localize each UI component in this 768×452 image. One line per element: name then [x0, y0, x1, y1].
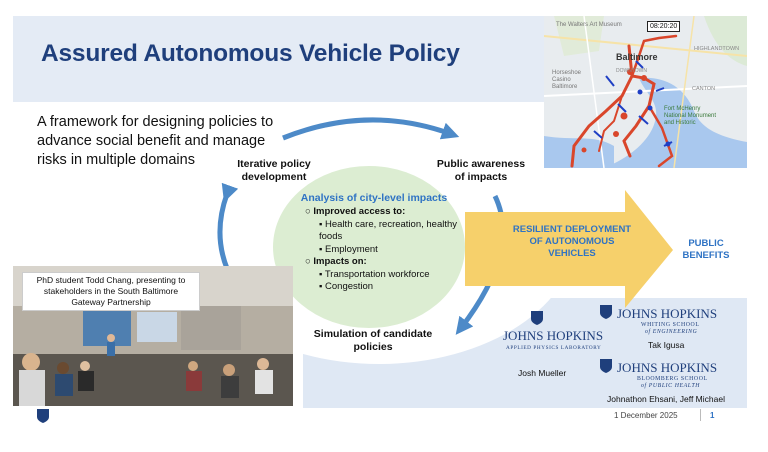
- bloomberg-logo-sub: BLOOMBERG SCHOOL: [637, 376, 708, 382]
- public-benefits-label: PUBLIC BENEFITS: [682, 238, 730, 261]
- baltimore-route-map: 08:20:20 The Walters Art Museum Baltimor…: [544, 16, 747, 168]
- arrow-top: [282, 117, 460, 141]
- footer-date: 1 December 2025: [614, 411, 678, 420]
- map-label-casino: Horseshoe Casino Baltimore: [552, 70, 582, 90]
- analysis-list: ○ Improved access to: ▪ Health care, rec…: [305, 206, 475, 294]
- photo-caption: PhD student Todd Chang, presenting to st…: [22, 272, 200, 311]
- cycle-label-awareness: Public awareness of impacts: [436, 158, 526, 183]
- map-label-baltimore: Baltimore: [616, 52, 658, 62]
- apl-shield-icon: [531, 311, 543, 325]
- footer-separator: [700, 409, 701, 421]
- group-access-title: Improved access to:: [313, 206, 406, 217]
- slide-title: Assured Autonomous Vehicle Policy: [41, 40, 460, 67]
- bloomberg-logo-sub2: of PUBLIC HEALTH: [641, 383, 701, 389]
- bloomberg-logo-name: JOHNS HOPKINS: [617, 360, 718, 375]
- group-impacts: ○ Impacts on:: [305, 256, 367, 267]
- whiting-people: Tak Igusa: [648, 340, 685, 350]
- apl-logo-sub: APPLIED PHYSICS LABORATORY: [506, 345, 602, 351]
- map-label-walters: The Walters Art Museum: [556, 22, 622, 28]
- whiting-logo-sub2: of ENGINEERING: [645, 329, 698, 335]
- map-label-fort: Fort McHenry National Monument and Histo…: [664, 106, 717, 126]
- group-impacts-title: Impacts on:: [313, 256, 367, 267]
- apl-people: Josh Mueller: [518, 368, 567, 378]
- bloomberg-shield-icon: [600, 359, 612, 373]
- map-label-canton: CANTON: [692, 86, 716, 92]
- map-time-label: 08:20:20: [647, 21, 681, 32]
- item-workforce: ▪ Transportation workforce: [319, 268, 430, 280]
- map-label-downtown: DOWNTOWN: [616, 68, 648, 74]
- map-graphic: [544, 16, 747, 168]
- cycle-label-iterative: Iterative policy development: [237, 158, 311, 183]
- center-circle: [273, 166, 465, 328]
- diagram-arrows: [217, 117, 673, 335]
- whiting-logo-name: JOHNS HOPKINS: [617, 306, 718, 321]
- item-congestion: ▪ Congestion: [319, 281, 374, 292]
- group-access: ○ Improved access to:: [305, 206, 406, 217]
- bloomberg-people: Johnathon Ehsani, Jeff Michael: [607, 394, 725, 404]
- jhu-footer-shield-icon: [37, 409, 49, 423]
- deployment-arrow: [465, 190, 673, 308]
- analysis-heading: Analysis of city-level impacts: [300, 192, 448, 204]
- map-label-highlandtown: HIGHLANDTOWN: [694, 46, 740, 52]
- item-health-care: ▪ Health care, recreation, healthy foods: [319, 218, 458, 243]
- footer-page-number: 1: [710, 411, 715, 420]
- whiting-shield-icon: [600, 305, 612, 319]
- whiting-logo-sub: WHITING SCHOOL: [641, 322, 700, 328]
- slide-subtitle: A framework for designing policies to ad…: [37, 114, 274, 168]
- apl-logo-name: JOHNS HOPKINS: [503, 328, 604, 343]
- cycle-label-simulation: Simulation of candidate policies: [313, 328, 433, 353]
- item-employment: ▪ Employment: [319, 243, 378, 255]
- deployment-label: RESILIENT DEPLOYMENT OF AUTONOMOUS VEHIC…: [512, 224, 632, 259]
